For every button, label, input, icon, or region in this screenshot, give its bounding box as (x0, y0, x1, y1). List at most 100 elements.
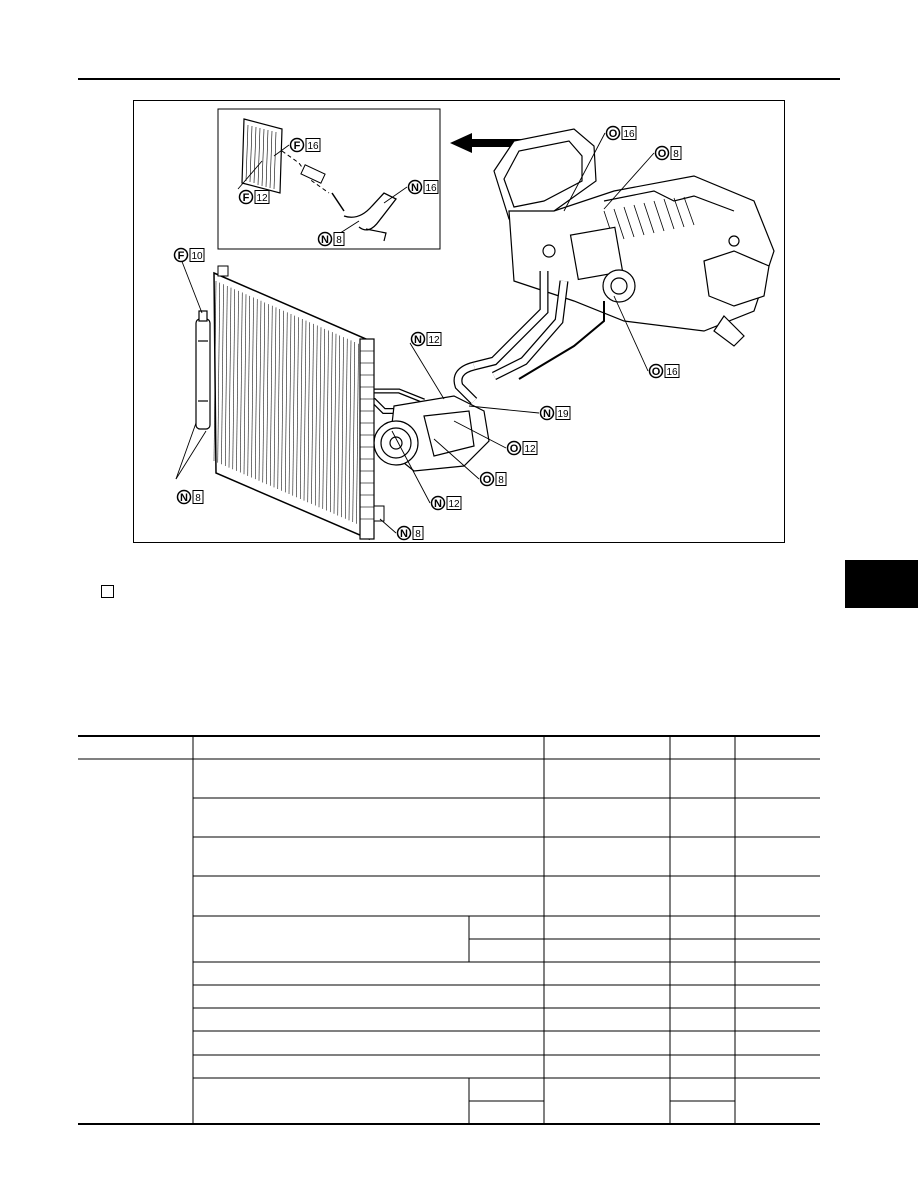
callout-number: 12 (524, 444, 536, 455)
callout-box (495, 472, 507, 486)
callout-circle (430, 495, 446, 511)
callout-n-19: N 19 (539, 405, 571, 421)
condenser-fin (266, 304, 269, 485)
condenser-fin (299, 318, 303, 499)
condenser-fin (228, 287, 232, 468)
condenser-fin (356, 343, 359, 524)
condenser-fin (232, 289, 236, 470)
callout-f-16: F 16 (289, 137, 321, 153)
condenser-fin (333, 333, 337, 514)
condenser-fin (217, 282, 221, 463)
callout-circle (176, 489, 192, 505)
note-checkbox[interactable] (101, 585, 114, 598)
callout-circle (605, 125, 621, 141)
condenser-fin (296, 317, 299, 498)
callout-letter: O (510, 443, 519, 455)
condenser-fin (307, 322, 311, 503)
callout-circle (289, 137, 305, 153)
callout-letter: O (609, 128, 618, 140)
callout-box (192, 490, 204, 504)
callout-circle (407, 179, 423, 195)
callout-number: 10 (191, 251, 203, 262)
callout-number: 19 (557, 409, 569, 420)
condenser-fin (262, 302, 266, 483)
condenser-fin (318, 327, 322, 508)
callout-circle (238, 189, 254, 205)
condenser-fin (303, 320, 307, 501)
inset-frame (217, 108, 441, 250)
evaporator-drawing (241, 118, 397, 242)
condenser-fin (314, 325, 318, 506)
callout-letter: N (414, 334, 422, 346)
condenser-fin (251, 297, 254, 478)
callout-o-16: O 16 (648, 363, 680, 379)
callout-number: 16 (307, 141, 319, 152)
callout-letter: N (543, 408, 551, 420)
callout-number: 16 (666, 367, 678, 378)
callout-number: 12 (448, 499, 460, 510)
compressor-drawing (373, 395, 490, 472)
condenser-fin (348, 340, 352, 521)
condenser-fin (239, 292, 243, 473)
callout-number: 16 (623, 129, 635, 140)
header-rule (78, 78, 840, 80)
table-grid (78, 735, 820, 1125)
callout-box (446, 496, 462, 510)
callout-n-12: N 12 (430, 495, 462, 511)
condenser-fin (329, 332, 333, 513)
condenser-fin (288, 313, 292, 495)
callout-circle (539, 405, 555, 421)
callout-letter: N (321, 234, 329, 246)
condenser-fin (224, 285, 228, 466)
callout-box (670, 146, 682, 160)
callout-number: 8 (195, 493, 201, 504)
callout-box (522, 441, 538, 455)
callout-o-16: O 16 (605, 125, 637, 141)
callout-letter: N (180, 492, 188, 504)
callout-letter: F (294, 140, 301, 152)
callout-box (412, 526, 424, 540)
condenser-fin (284, 312, 288, 493)
callout-box (189, 248, 205, 262)
callout-circle (479, 471, 495, 487)
condenser-fin (258, 300, 262, 481)
callout-number: 8 (673, 149, 679, 160)
callout-circle (654, 145, 670, 161)
condenser-fin (322, 328, 326, 509)
callout-letter: F (178, 250, 185, 262)
callout-box (621, 126, 637, 140)
receiver-drier-drawing (195, 310, 211, 430)
callout-circle (317, 231, 333, 247)
callout-box (426, 332, 442, 346)
callout-number: 12 (256, 193, 268, 204)
hvac-unit-drawing (493, 128, 775, 347)
callout-letter: O (652, 366, 661, 378)
condenser-fin (213, 280, 217, 462)
condenser-fin (247, 295, 251, 476)
callout-o-12: O 12 (506, 440, 538, 456)
callout-f-10: F 10 (173, 247, 205, 263)
callout-circle (410, 331, 426, 347)
callout-box (333, 232, 345, 246)
condenser-fin (326, 330, 329, 511)
condenser-fin (281, 310, 284, 491)
condenser-fin (221, 284, 224, 465)
callout-box (423, 180, 439, 194)
callout-letter: N (411, 182, 419, 194)
condenser-fin (311, 323, 314, 504)
condenser-fin (269, 305, 273, 486)
callout-circle (648, 363, 664, 379)
callout-number: 12 (428, 335, 440, 346)
callout-circle (396, 525, 412, 541)
section-tab (845, 560, 918, 608)
callout-letter: N (434, 498, 442, 510)
callout-letter: O (658, 148, 667, 160)
callout-box (664, 364, 680, 378)
